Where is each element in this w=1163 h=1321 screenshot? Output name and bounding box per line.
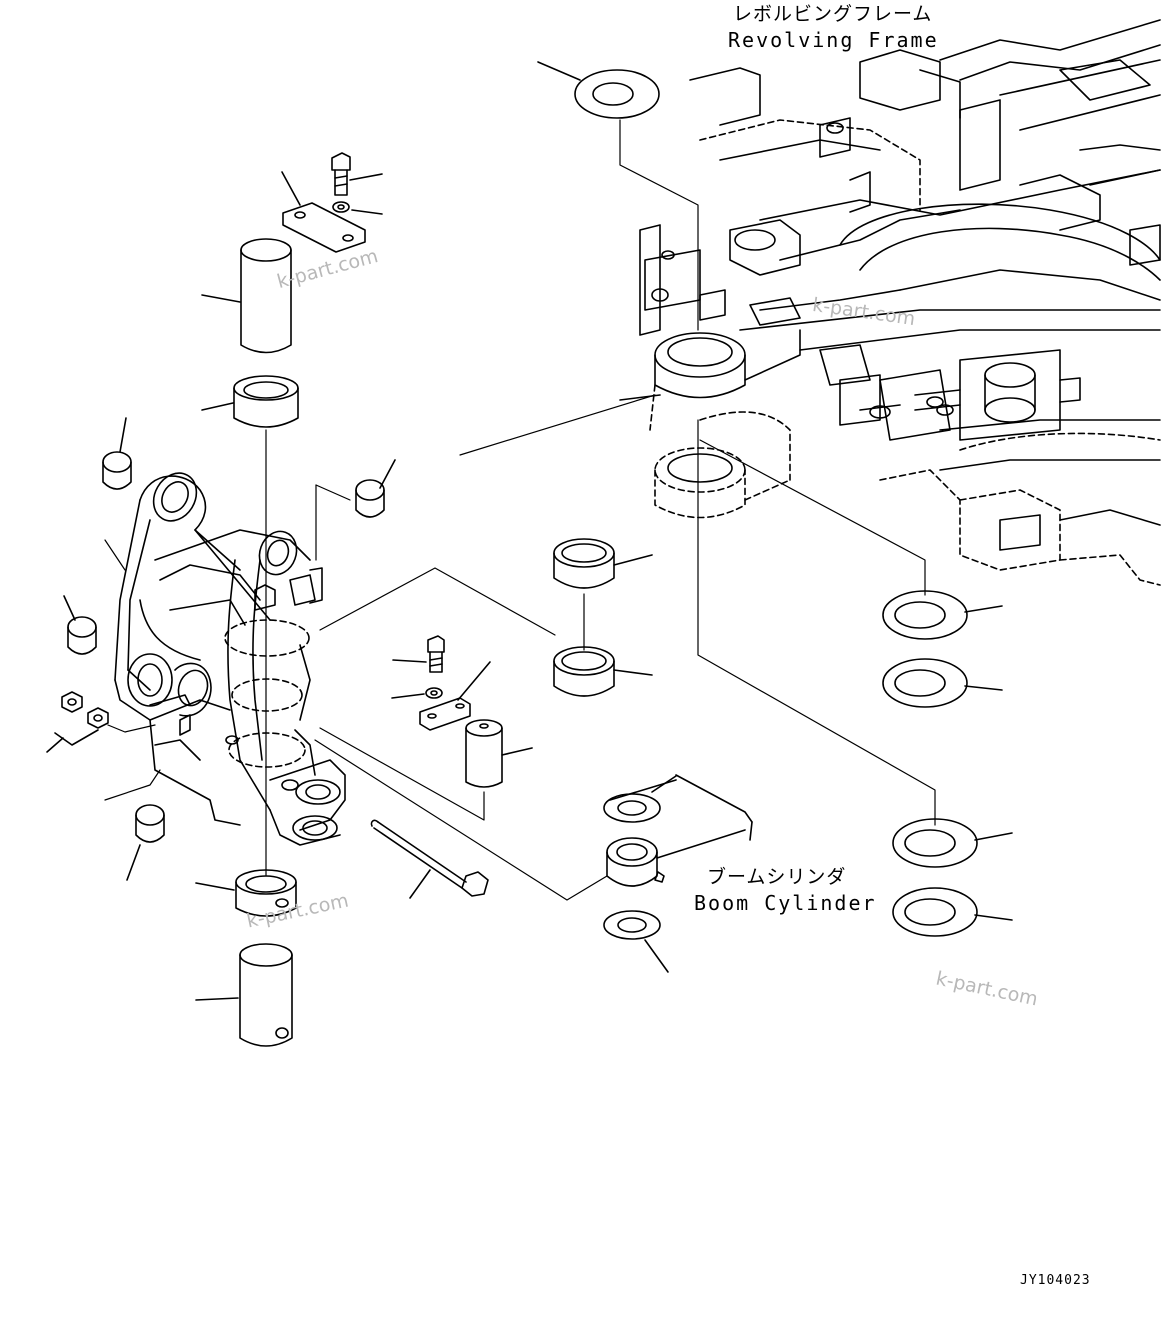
lower-swing-pin (195, 943, 293, 1047)
drawing-code: JY104023 (1020, 1273, 1091, 1288)
washer (892, 887, 978, 937)
revolving-frame (619, 19, 1161, 586)
center-bushings (319, 538, 653, 697)
frame-washers (537, 61, 1013, 937)
revolving-frame-label-en: Revolving Frame (728, 28, 939, 52)
washer (882, 658, 968, 708)
leader-lines-frame (459, 119, 936, 826)
washer (574, 69, 660, 119)
boom-cylinder-label-jp: ブームシリンダ (707, 866, 847, 888)
swing-bracket (114, 472, 346, 846)
boom-cylinder (314, 739, 753, 973)
small-bushings (63, 417, 396, 881)
washer (882, 590, 968, 640)
lower-bushing (195, 869, 297, 917)
upper-bushing (201, 375, 299, 428)
long-bolt (370, 819, 489, 899)
nuts (46, 691, 161, 801)
washer (892, 818, 978, 868)
center-bolt-plate (319, 635, 533, 821)
upper-swing-pin (201, 238, 292, 354)
swing-pin-axis (265, 429, 351, 876)
leader-lines-bracket (104, 539, 126, 571)
revolving-frame-label-jp: レボルビングフレーム (733, 3, 933, 25)
boom-cylinder-label-en: Boom Cylinder (694, 891, 877, 915)
top-plate-bolt (281, 152, 383, 253)
